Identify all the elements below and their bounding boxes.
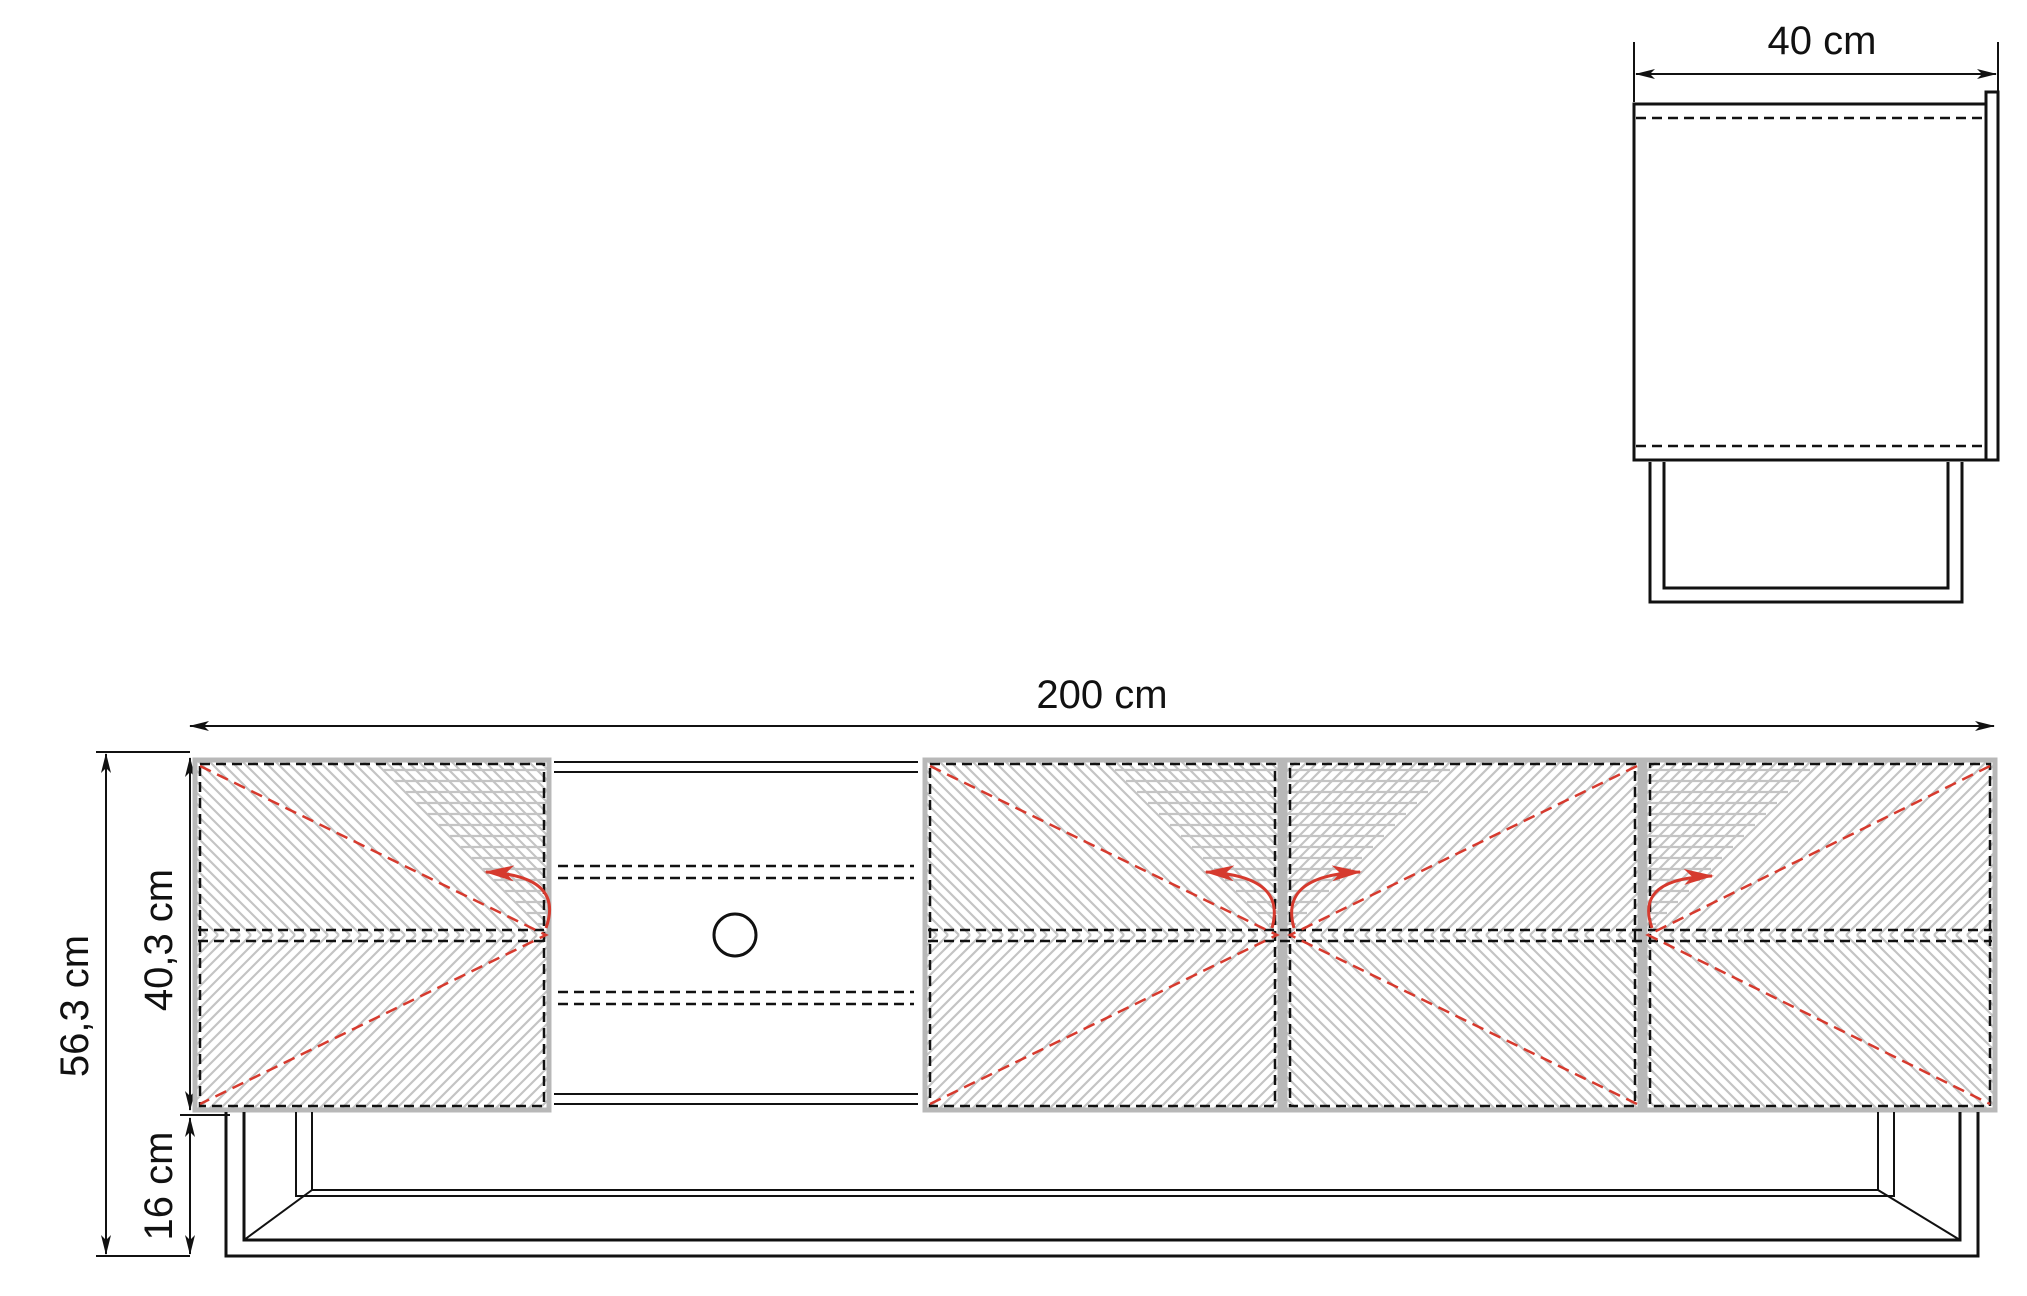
front-leg-back-frame [311,1112,1879,1191]
front-view: 200 cm 56,3 cm 40,3 cm 16 cm [53,673,1998,1258]
door-left-opening-lines [199,764,549,1106]
open-compartment [554,761,918,1105]
hatch-door-left [195,760,549,1110]
side-leg-frame-inner [1662,462,1950,590]
cable-hole [712,912,758,958]
door-center-right-swing-arrow [1290,865,1362,929]
front-leg-frame [224,1112,1980,1258]
door-center-left [922,757,1283,1113]
hatch-door-center-left [925,760,1280,1110]
hatch-door-right [1645,760,1995,1110]
door-left [192,757,552,1113]
front-leg-left-diagonal [243,1189,313,1241]
door-right-outline [1642,757,1998,1113]
body-height-label: 40,3 cm [137,869,181,1011]
side-view: 40 cm [1632,19,2000,604]
side-leg-frame [1648,462,1964,604]
door-right-swing-arrow [1647,868,1714,929]
total-height-label: 56,3 cm [53,935,97,1077]
front-leg-inner [242,1112,1962,1242]
front-leg-right-diagonal [1877,1189,1961,1241]
width-label: 200 cm [1036,673,1167,717]
door-center-right-opening-lines [1287,764,1638,1106]
side-door-thickness [1984,90,2000,462]
opening-indicators [199,764,1991,1106]
door-left-swing-arrow [484,865,551,929]
leg-height-label: 16 cm [137,1132,181,1241]
door-center-left-opening-lines [929,764,1280,1106]
front-leg-outer [224,1112,1980,1258]
depth-label: 40 cm [1768,19,1877,63]
door-center-right-outline [1282,757,1643,1113]
door-right-opening-lines [1645,764,1991,1106]
door-left-outline [192,757,552,1113]
hatch-door-center-right [1285,760,1640,1110]
door-center-left-outline [922,757,1283,1113]
side-cabinet-body [1632,102,1988,462]
front-leg-back-frame-inner [295,1112,1895,1197]
door-center-left-swing-arrow [1204,865,1276,929]
door-center-right [1282,757,1643,1113]
